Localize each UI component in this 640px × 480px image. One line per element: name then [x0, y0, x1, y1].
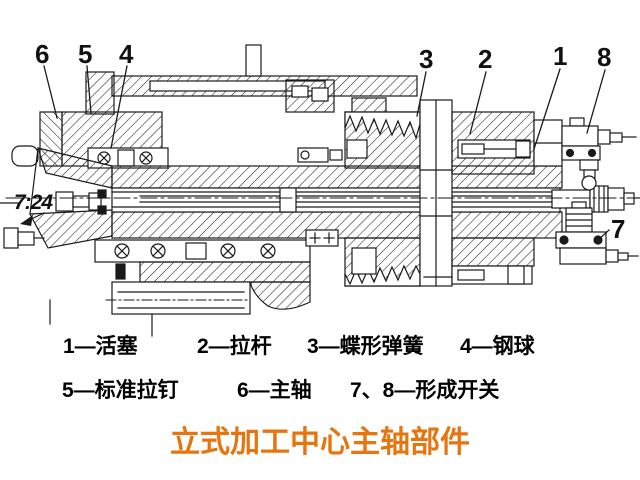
callout-label-1: 1	[553, 41, 568, 71]
callout-label-8: 8	[597, 42, 612, 72]
callout-label-3: 3	[419, 44, 434, 74]
callout-leader-lines	[43, 65, 610, 241]
spacer-column	[419, 99, 453, 287]
mid-bearing-block	[285, 79, 343, 163]
legend-item-spindle: 6—主轴	[237, 379, 312, 402]
legend-item-pull-stud: 5—标准拉钉	[62, 379, 179, 402]
taper-dimension-arrow	[0, 202, 45, 226]
drawbar-adjust-screw	[551, 185, 640, 213]
limit-switch-8	[561, 117, 637, 191]
legend-row-2: 5—标准拉钉 6—主轴 7、8—形成开关	[0, 378, 640, 404]
legend-item-disc-spring: 3—蝶形弹簧	[307, 335, 424, 358]
diagram-title: 立式加工中心主轴部件	[170, 426, 470, 459]
disc-spring-stack	[344, 97, 421, 287]
lower-bearing-housing	[49, 229, 339, 337]
left-fitting	[3, 227, 45, 249]
callout-label-2: 2	[478, 44, 493, 74]
legend-item-piston: 1—活塞	[63, 335, 138, 358]
legend-item-drawbar: 2—拉杆	[197, 335, 272, 358]
drawbar	[111, 187, 561, 213]
piston-cylinder	[423, 111, 563, 285]
legend-item-switches: 7、8—形成开关	[350, 379, 500, 402]
legend-item-steel-ball: 4—钢球	[460, 335, 535, 358]
front-bearing-row	[87, 147, 169, 169]
callout-label-6: 6	[35, 39, 50, 69]
legend-row-1: 1—活塞 2—拉杆 3—蝶形弹簧 4—钢球	[0, 334, 640, 360]
callout-label-4: 4	[119, 39, 134, 69]
limit-switch-7	[555, 201, 639, 265]
spindle-nose-taper	[11, 145, 113, 249]
callout-label-5: 5	[78, 39, 93, 69]
callout-label-7: 7	[611, 214, 626, 244]
pull-stud	[55, 189, 107, 215]
taper-ratio-label: 7:24	[14, 191, 53, 214]
